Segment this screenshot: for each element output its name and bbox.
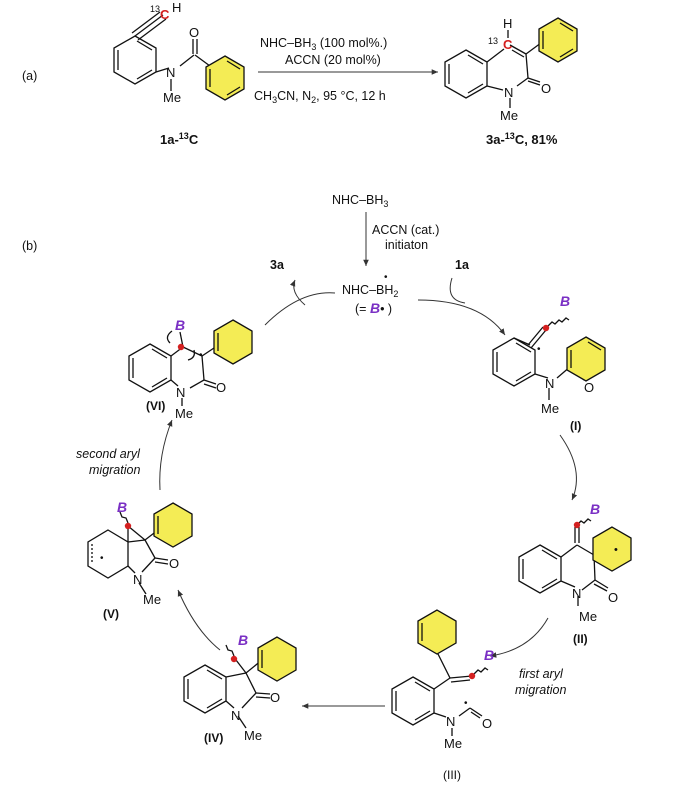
radical-center-III <box>468 672 476 680</box>
oxygen-I: O <box>584 380 594 395</box>
methyl-IV: Me <box>244 728 262 743</box>
product-nitrogen: N <box>504 85 513 100</box>
nitrogen-II: N <box>572 586 581 601</box>
intermediate-VI-structure <box>128 319 253 406</box>
methyl-VI: Me <box>175 406 193 421</box>
oxygen-II: O <box>608 590 618 605</box>
radical-center-I <box>542 324 550 332</box>
radical-center-VI <box>177 343 185 351</box>
arrow-radical-to-I <box>417 299 506 336</box>
nitrogen-V: N <box>133 572 142 587</box>
arrow-IV-to-V <box>177 589 221 651</box>
label-VI: (VI) <box>146 399 165 413</box>
boron-label-VI: B <box>175 317 185 333</box>
panel-b-label: (b) <box>22 239 37 253</box>
arrow-I-to-II <box>559 434 578 501</box>
radical-dot-III: • <box>464 698 468 709</box>
radical-center-II <box>573 521 581 529</box>
methyl-I: Me <box>541 401 559 416</box>
product-name: 3a-13C, 81% <box>486 131 558 147</box>
oxygen-VI: O <box>216 380 226 395</box>
intermediate-II-structure <box>518 518 632 606</box>
reactant-hydrogen: H <box>172 0 181 15</box>
label-V: (V) <box>103 607 119 621</box>
product-methyl: Me <box>500 108 518 123</box>
boryl-radical-equals: (= B• ) <box>355 300 392 316</box>
substrate-1a-label: 1a <box>455 258 470 272</box>
product-oxygen: O <box>541 81 551 96</box>
boryl-radical: NHC–BH2 <box>342 283 398 299</box>
intermediate-III-structure <box>391 609 489 736</box>
second-aryl-migration-2: migration <box>89 463 140 477</box>
product-hydrogen: H <box>503 16 512 31</box>
product-3a-label: 3a <box>270 258 285 272</box>
boron-label-III: B <box>484 647 494 663</box>
initiation-line-2: initiaton <box>385 238 428 252</box>
radical-dot-II: • <box>614 544 618 556</box>
panel-a-label: (a) <box>22 69 37 83</box>
radical-dot-VI: • <box>199 350 203 361</box>
reagent-line-2: ACCN (20 mol%) <box>285 53 381 67</box>
reactant-isotope-label: 13 <box>150 4 160 14</box>
label-II: (II) <box>573 632 588 646</box>
nitrogen-I: N <box>545 376 554 391</box>
boron-label-I: B <box>560 293 570 309</box>
nitrogen-IV: N <box>231 708 240 723</box>
nitrogen-III: N <box>446 714 455 729</box>
reactant-oxygen: O <box>189 25 199 40</box>
nitrogen-VI: N <box>176 385 185 400</box>
boryl-radical-dot: • <box>384 272 388 283</box>
product-labeled-carbon: C <box>503 37 513 52</box>
product-3a-structure <box>444 17 578 108</box>
intermediate-V-structure <box>87 502 193 595</box>
arrow-II-to-III <box>489 617 549 658</box>
radical-dot-V: • <box>100 553 104 564</box>
arrow-3a-release <box>289 279 306 306</box>
radical-center-IV <box>230 655 238 663</box>
first-aryl-migration-2: migration <box>515 683 566 697</box>
intermediate-IV-structure <box>183 636 297 729</box>
label-III: (III) <box>443 768 461 782</box>
methyl-III: Me <box>444 736 462 751</box>
oxygen-IV: O <box>270 690 280 705</box>
intermediate-I-structure <box>492 317 606 400</box>
product-isotope-label: 13 <box>488 36 498 46</box>
reactant-1a-structure <box>113 11 245 101</box>
reactant-labeled-carbon: C <box>160 7 170 22</box>
boron-label-V: B <box>117 499 127 515</box>
oxygen-V: O <box>169 556 179 571</box>
arrow-1a-entry <box>449 277 466 304</box>
radical-dot-I: • <box>537 344 541 355</box>
reactant-methyl: Me <box>163 90 181 105</box>
oxygen-III: O <box>482 716 492 731</box>
reactant-nitrogen: N <box>166 65 175 80</box>
boron-label-II: B <box>590 501 600 517</box>
reagent-line-1: NHC–BH3 (100 mol%.) <box>260 36 387 52</box>
boron-label-IV: B <box>238 632 248 648</box>
start-reagent: NHC–BH3 <box>332 193 388 209</box>
second-aryl-migration-1: second aryl <box>76 447 141 461</box>
methyl-II: Me <box>579 609 597 624</box>
arrow-V-to-VI <box>159 419 173 491</box>
label-I: (I) <box>570 419 581 433</box>
initiation-line-1: ACCN (cat.) <box>372 223 439 237</box>
methyl-V: Me <box>143 592 161 607</box>
arrow-VI-to-radical <box>264 292 336 326</box>
reactant-name: 1a-13C <box>160 131 199 147</box>
reaction-conditions: CH3CN, N2, 95 °C, 12 h <box>254 89 386 105</box>
first-aryl-migration-1: first aryl <box>519 667 564 681</box>
radical-center-V <box>124 522 132 530</box>
label-IV: (IV) <box>204 731 223 745</box>
